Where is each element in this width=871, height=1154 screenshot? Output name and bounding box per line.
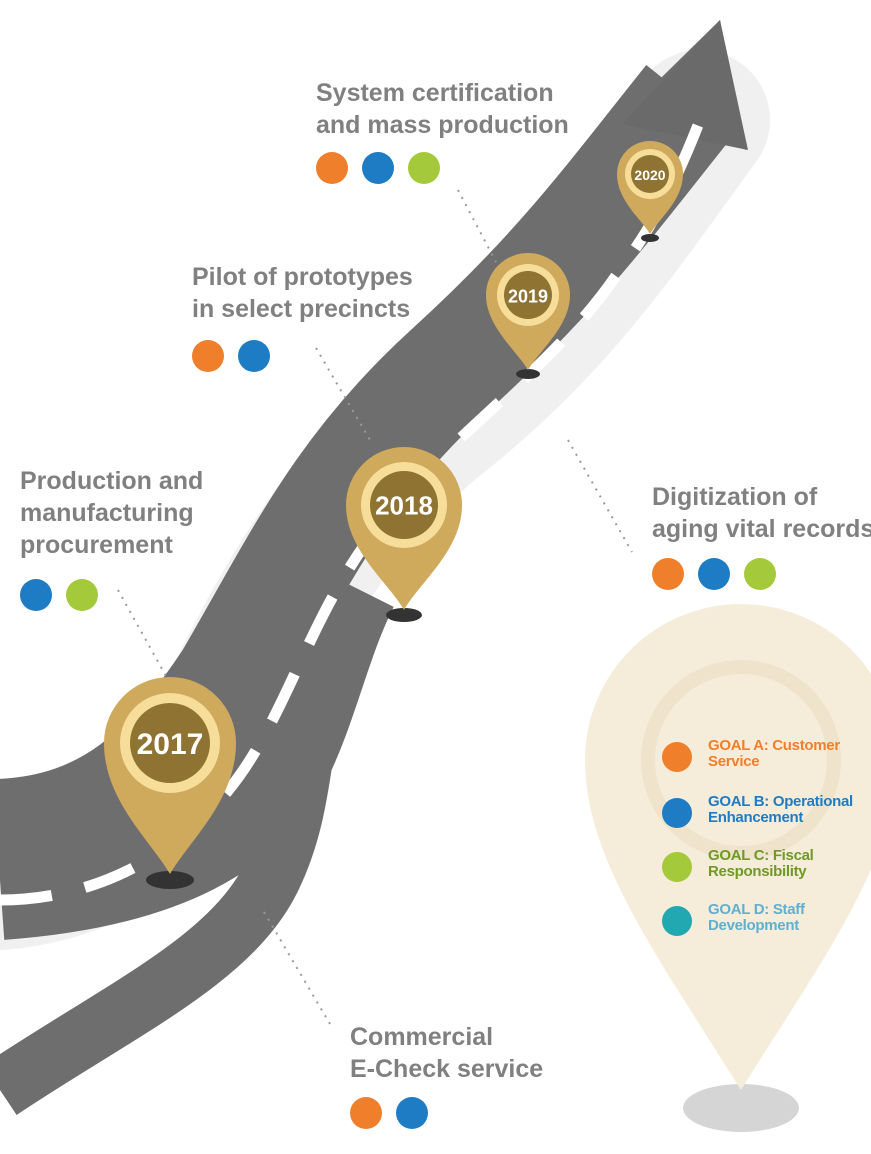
legend-item-goal-b: GOAL B: Operational Enhancement xyxy=(662,794,871,828)
label-line: System certification xyxy=(316,79,554,107)
milestone-label-2019: System certification and mass production xyxy=(316,77,569,141)
pin-year-2017: 2017 xyxy=(136,728,204,761)
legend-text-goal-a: GOAL A: Customer Service xyxy=(708,738,871,770)
label-line: procurement xyxy=(20,531,173,559)
pin-year-2020: 2020 xyxy=(634,167,666,183)
label-line: Digitization of xyxy=(652,483,818,511)
label-line: in select precincts xyxy=(192,295,411,323)
label-line: manufacturing xyxy=(20,499,194,527)
pin-2017 xyxy=(104,677,236,874)
pin-2018 xyxy=(346,447,462,610)
label-line: aging vital records xyxy=(652,515,871,543)
goal-c-dot xyxy=(662,852,692,882)
pin-year-2019: 2019 xyxy=(507,286,549,307)
leader-digitization xyxy=(567,439,633,553)
side-label-commercial: Commercial E-Check service xyxy=(350,1021,543,1085)
goal-b-dot xyxy=(698,558,730,590)
goal-a-dot xyxy=(662,742,692,772)
goal-a-dot xyxy=(192,340,224,372)
goal-d-dot xyxy=(662,906,692,936)
milestone-label-2018: Pilot of prototypes in select precincts xyxy=(192,261,413,325)
legend-line: GOAL A: Customer xyxy=(708,737,840,754)
goal-b-dot xyxy=(20,579,52,611)
goal-dots-2017 xyxy=(20,579,98,611)
legend-line: GOAL C: Fiscal xyxy=(708,847,814,864)
legend-item-goal-d: GOAL D: Staff Development xyxy=(662,902,871,936)
pin-shadows xyxy=(146,234,659,889)
label-line: Pilot of prototypes xyxy=(192,263,413,291)
legend-line: GOAL B: Operational xyxy=(708,793,853,810)
legend-text-goal-b: GOAL B: Operational Enhancement xyxy=(708,794,871,826)
legend-line: GOAL D: Staff xyxy=(708,901,805,918)
legend-line: Service xyxy=(708,753,760,770)
legend-item-goal-c: GOAL C: Fiscal Responsibility xyxy=(662,848,871,882)
legend-text-goal-d: GOAL D: Staff Development xyxy=(708,902,871,934)
label-line: and mass production xyxy=(316,111,569,139)
label-line: Production and xyxy=(20,467,204,495)
milestone-label-2017: Production and manufacturing procurement xyxy=(20,465,203,561)
goal-a-dot xyxy=(350,1097,382,1129)
goal-a-dot xyxy=(316,152,348,184)
goal-dots-2019 xyxy=(316,152,440,184)
goal-b-dot xyxy=(238,340,270,372)
leader-2018 xyxy=(315,347,371,441)
label-line: E-Check service xyxy=(350,1055,544,1083)
side-label-digitization: Digitization of aging vital records xyxy=(652,481,871,545)
goal-dots-commercial xyxy=(350,1097,428,1129)
legend-item-goal-a: GOAL A: Customer Service xyxy=(662,738,871,772)
pin-2019 xyxy=(486,253,570,370)
road-arrow-head-main xyxy=(622,20,748,150)
goal-b-dot xyxy=(662,798,692,828)
goal-c-dot xyxy=(744,558,776,590)
goal-c-dot xyxy=(66,579,98,611)
legend-line: Responsibility xyxy=(708,863,807,880)
goal-c-dot xyxy=(408,152,440,184)
leader-commercial xyxy=(263,911,331,1025)
goal-a-dot xyxy=(652,558,684,590)
pin-2020 xyxy=(617,141,683,234)
leader-2019 xyxy=(457,189,497,263)
leader-lines xyxy=(117,189,633,1025)
legend-line: Enhancement xyxy=(708,809,804,826)
goal-dots-2018 xyxy=(192,340,270,372)
legend-text-goal-c: GOAL C: Fiscal Responsibility xyxy=(708,848,871,880)
label-line: Commercial xyxy=(350,1023,494,1051)
goal-dots-digitization xyxy=(652,558,776,590)
pin-year-2018: 2018 xyxy=(375,490,433,521)
goal-b-dot xyxy=(362,152,394,184)
legend-line: Development xyxy=(708,917,799,934)
goal-b-dot xyxy=(396,1097,428,1129)
road-lower-right-edge xyxy=(0,712,340,1115)
